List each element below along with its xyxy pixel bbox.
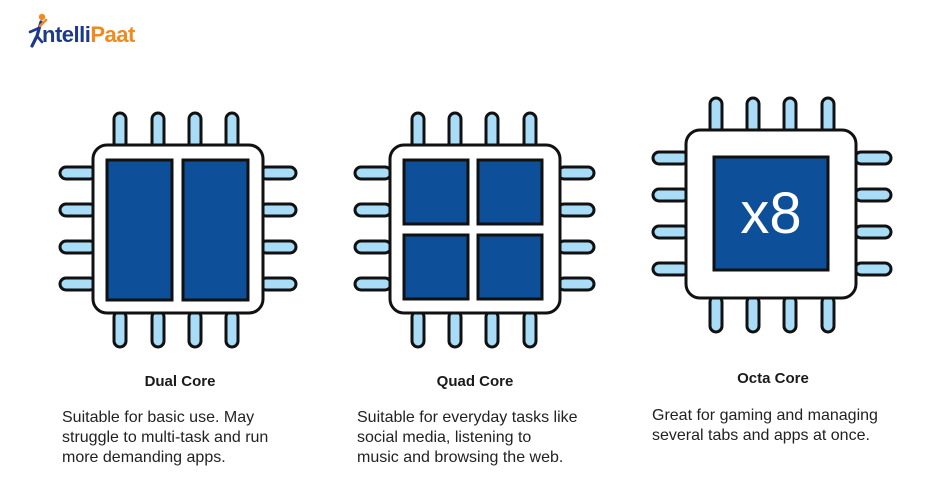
quad-core-description: Suitable for everyday tasks like social … xyxy=(357,408,627,468)
quad-core-chip-icon xyxy=(353,111,596,349)
description-line: Suitable for basic use. May xyxy=(62,409,255,426)
description-line: Suitable for everyday tasks like xyxy=(357,409,578,426)
octa-core-title: Octa Core xyxy=(737,370,809,387)
description-line: Great for gaming and managing xyxy=(652,407,878,424)
description-line: more demanding apps. xyxy=(62,449,226,466)
octa-core-chip-icon: x8 xyxy=(651,96,893,334)
octa-core-label: x8 xyxy=(740,181,801,246)
quad-core-title: Quad Core xyxy=(436,373,514,390)
dual-core-chip-icon xyxy=(58,111,298,349)
brand-name-part2: Paat xyxy=(90,22,135,47)
brand-figure-icon xyxy=(28,13,48,48)
octa-core-description: Great for gaming and managing several ta… xyxy=(652,406,922,446)
description-line: struggle to multi-task and run xyxy=(62,429,269,446)
dual-core-description: Suitable for basic use. May struggle to … xyxy=(62,408,332,468)
description-line: music and browsing the web. xyxy=(357,449,564,466)
description-line: social media, listening to xyxy=(357,429,532,446)
brand-name: ntelliPaat xyxy=(42,22,135,48)
dual-core-title: Dual Core xyxy=(144,373,216,390)
intellipaat-logo: ntelliPaat xyxy=(20,12,150,56)
description-line: several tabs and apps at once. xyxy=(652,427,870,444)
brand-name-part1: ntelli xyxy=(42,22,91,47)
